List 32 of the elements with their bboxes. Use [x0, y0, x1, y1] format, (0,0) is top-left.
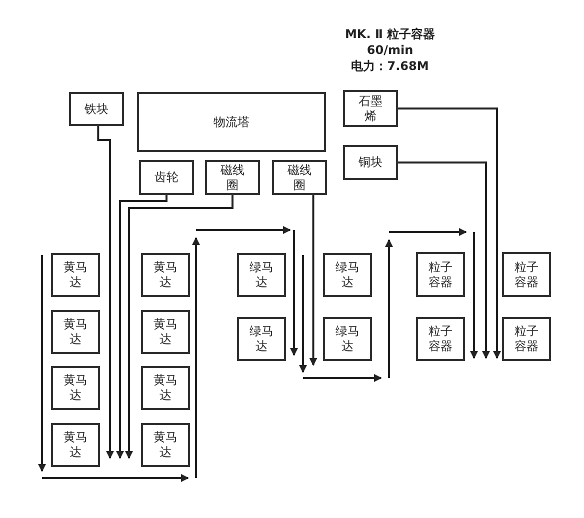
- process-box: 绿马达: [323, 317, 372, 361]
- process-box: 石墨烯: [343, 90, 398, 127]
- process-box: 磁线圈: [272, 160, 327, 195]
- process-box: 齿轮: [139, 160, 194, 195]
- process-box: 粒子容器: [416, 317, 465, 361]
- conveyor-arrow: [398, 162, 490, 359]
- process-box: 铜块: [343, 145, 398, 180]
- process-box: 黄马达: [51, 310, 100, 354]
- note-text: 电力：7.68M: [351, 58, 429, 74]
- conveyor-arrow: [116, 195, 168, 459]
- process-box: 黄马达: [141, 310, 190, 354]
- process-box: 粒子容器: [502, 252, 551, 297]
- process-box: 黄马达: [141, 366, 190, 410]
- process-box: 黄马达: [51, 366, 100, 410]
- conveyor-arrow: [97, 126, 114, 459]
- process-box: 黄马达: [141, 253, 190, 297]
- process-box: 粒子容器: [416, 252, 465, 297]
- process-box: 绿马达: [237, 317, 286, 361]
- process-box: 黄马达: [141, 423, 190, 467]
- process-box: 铁块: [69, 92, 124, 126]
- process-box: 物流塔: [137, 92, 326, 152]
- process-box: 绿马达: [237, 253, 286, 297]
- note-text: 60/min: [366, 42, 414, 58]
- conveyor-arrow: [398, 108, 501, 359]
- conveyor-arrow: [125, 195, 234, 459]
- process-box: 黄马达: [51, 423, 100, 467]
- conveyor-arrow: [309, 195, 318, 366]
- title: MK. Ⅱ 粒子容器: [344, 26, 436, 42]
- process-box: 黄马达: [51, 253, 100, 297]
- process-box: 粒子容器: [502, 317, 551, 361]
- process-box: 绿马达: [323, 253, 372, 297]
- process-box: 磁线圈: [205, 160, 260, 195]
